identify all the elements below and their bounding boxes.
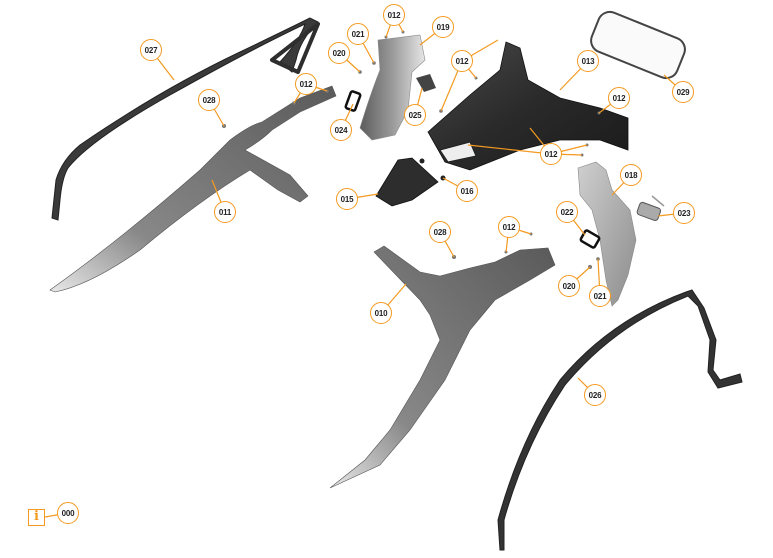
part-013-opening (439, 141, 477, 163)
callout-028[interactable]: 028 (429, 221, 451, 243)
part-018-pillar-trim (577, 161, 637, 307)
callout-000[interactable]: 000 (57, 502, 79, 524)
callout-020[interactable]: 020 (558, 275, 580, 297)
part-024-bezel (344, 90, 362, 112)
part-019-trim (359, 34, 426, 141)
part-025-clip (416, 74, 436, 92)
leader-lines (44, 14, 685, 518)
callout-024[interactable]: 024 (330, 119, 352, 141)
callout-022[interactable]: 022 (556, 201, 578, 223)
part-029-window-seal (590, 10, 686, 80)
callout-012[interactable]: 012 (540, 143, 562, 165)
callout-027[interactable]: 027 (140, 39, 162, 61)
part-022-bezel (579, 229, 601, 249)
callout-016[interactable]: 016 (456, 180, 478, 202)
callout-012[interactable]: 012 (451, 50, 473, 72)
callout-015[interactable]: 015 (336, 188, 358, 210)
part-027-loop (270, 22, 320, 74)
info-icon: i (34, 509, 39, 524)
callout-010[interactable]: 010 (370, 302, 392, 324)
part-013-shelf (427, 41, 629, 171)
part-015-trim (375, 157, 439, 207)
callout-020[interactable]: 020 (328, 42, 350, 64)
part-023-handle (636, 201, 662, 221)
callout-025[interactable]: 025 (404, 104, 426, 126)
info-button[interactable]: i (28, 509, 45, 526)
callout-029[interactable]: 029 (672, 81, 694, 103)
callout-019[interactable]: 019 (432, 16, 454, 38)
callout-023[interactable]: 023 (673, 202, 695, 224)
callout-013[interactable]: 013 (577, 50, 599, 72)
callout-018[interactable]: 018 (620, 164, 642, 186)
callout-012[interactable]: 012 (498, 216, 520, 238)
callout-012[interactable]: 012 (295, 73, 317, 95)
part-016-clip-b (419, 158, 425, 164)
callout-021[interactable]: 021 (589, 285, 611, 307)
part-010-b-pillar (329, 245, 556, 489)
callout-026[interactable]: 026 (584, 384, 606, 406)
part-023-pin (651, 195, 665, 207)
part-011-a-pillar (49, 85, 337, 293)
callout-012[interactable]: 012 (383, 4, 405, 26)
callout-028[interactable]: 028 (198, 89, 220, 111)
callout-012[interactable]: 012 (608, 87, 630, 109)
part-026-door-seal (497, 289, 743, 551)
callout-021[interactable]: 021 (347, 23, 369, 45)
callout-011[interactable]: 011 (214, 201, 236, 223)
